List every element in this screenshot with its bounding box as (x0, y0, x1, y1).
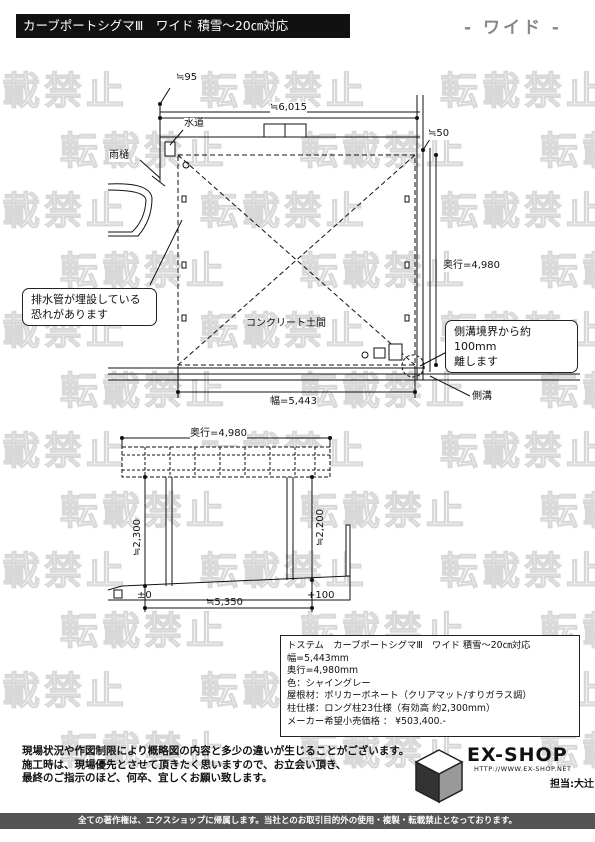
spec-line-post: 柱仕様：ロング柱23仕様（有効高 約2,300mm） (287, 702, 496, 714)
level-zero-label: ±0 (137, 590, 152, 601)
spec-line-depth: 奥行=4,980mm (287, 665, 359, 677)
site-notes: 現場状況や作図制限により概略図の内容と多少の違いが生じることがございます。 施工… (22, 745, 409, 786)
ditch-note-line-2: 離します (454, 355, 498, 368)
logo-name: EX-SHOP (467, 744, 568, 766)
elevation-depth-label: 奥行=4,980 (190, 428, 248, 440)
spec-line-roof: 屋根材：ポリカーボネート（クリアマット/すりガラス調） (287, 690, 532, 702)
span-label: ≒5,350 (206, 597, 244, 608)
person-in-charge: 担当:大辻 (550, 779, 594, 790)
level-plus-label: +100 (307, 590, 335, 601)
ditch-note-line-1: 側溝境界から約100mm (454, 325, 531, 353)
note-line-2: 施工時は、現場優先とさせて頂きたく思いますので、お立会い頂き、 (22, 758, 347, 771)
rain-gutter-label: 雨樋 (109, 150, 129, 162)
plan-width-label: 幅=5,443 (270, 396, 318, 408)
ex-shop-logo-icon (414, 749, 464, 804)
wide-label: - ワイド - (464, 18, 562, 38)
water-tap-label: 水道 (184, 118, 204, 130)
dimension-50-label: ≒50 (428, 128, 450, 140)
spec-line-product: トステム カーブポートシグマⅢ ワイド 積雪～20㎝対応 (287, 640, 531, 651)
drain-pipe-note: 排水管が埋設している 恐れがあります (22, 288, 157, 326)
spec-line-color: 色：シャイングレー (287, 677, 371, 689)
concrete-label: コンクリート土間 (246, 318, 326, 329)
note-line-1: 現場状況や作図制限により概略図の内容と多少の違いが生じることがございます。 (22, 745, 410, 757)
drain-note-line-2: 恐れがあります (31, 308, 108, 321)
height-left-label: ≒2,300 (132, 518, 143, 556)
dimension-6015-label: ≒6,015 (270, 102, 308, 114)
spec-line-price: メーカー希望小売価格 ： ¥503,400.- (287, 715, 446, 727)
side-ditch-label: 側溝 (472, 391, 492, 403)
plan-depth-label: 奥行=4,980 (443, 260, 501, 272)
copyright-footer: 全ての著作権は、エクスショップに帰属します。当社とのお取引目的外の使用・複製・転… (0, 813, 595, 829)
dimension-95-label: ≒95 (176, 72, 198, 84)
note-line-3: 最終のご指示のほど、何卒、宜しくお願い致します。 (22, 772, 273, 784)
spec-line-width: 幅=5,443mm (287, 652, 349, 664)
height-right-label: ≒2,200 (315, 508, 326, 546)
logo-url: HTTP://WWW.EX-SHOP.NET (474, 765, 572, 773)
drain-note-line-1: 排水管が埋設している (31, 293, 141, 306)
page-title: カーブポートシグマⅢ ワイド 積雪～20㎝対応 (16, 14, 350, 38)
spec-box: トステム カーブポートシグマⅢ ワイド 積雪～20㎝対応 幅=5,443mm 奥… (280, 635, 580, 737)
ditch-distance-note: 側溝境界から約100mm 離します (445, 320, 578, 373)
